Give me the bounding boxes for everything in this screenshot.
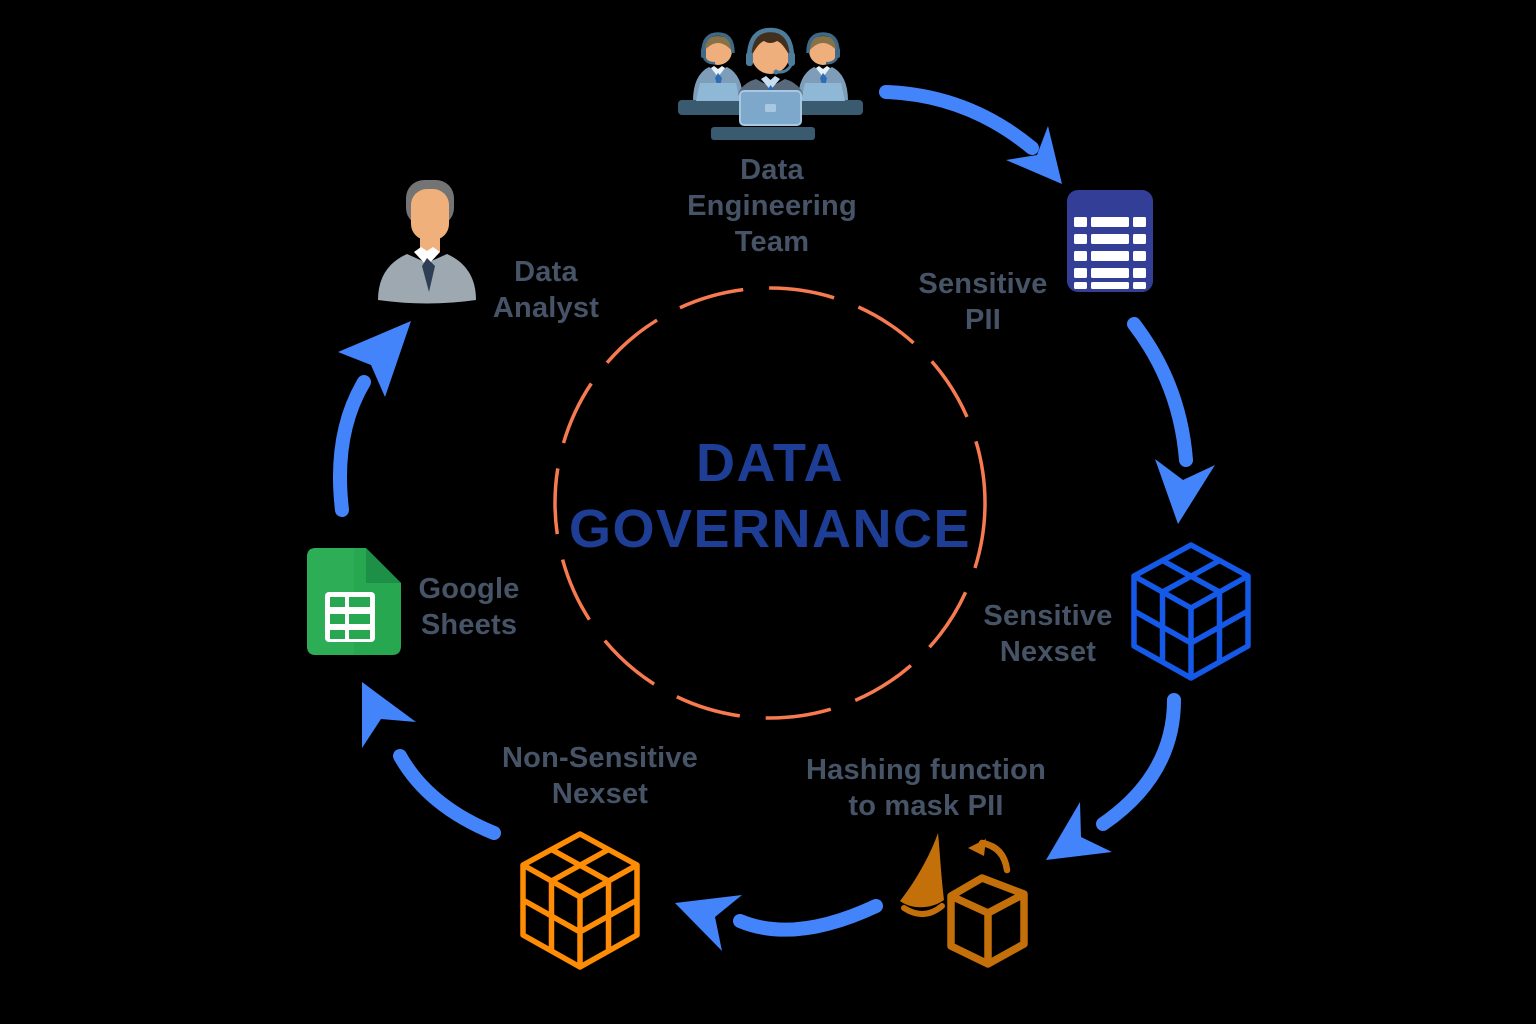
- arrow-sensitive-nexset-to-hashing-icon: [1046, 693, 1181, 860]
- cone-shape: [900, 833, 944, 908]
- cone-to-cube-transform-icon: [900, 833, 1028, 968]
- desk-shelf: [711, 127, 815, 140]
- sheet-cells: [330, 597, 370, 639]
- label-non-sensitive-nexset: Non-Sensitive Nexset: [502, 742, 698, 810]
- label-hashing-function: Hashing function to mask PII: [805, 754, 1047, 822]
- label-data-analyst: Data Analyst: [492, 256, 600, 324]
- arrow-hashing-to-non-sensitive-icon: [675, 895, 883, 951]
- data-table-icon: [1067, 190, 1153, 292]
- diagram-title: DATA GOVERNANCE: [568, 433, 972, 559]
- laptop-left: [696, 83, 740, 101]
- transform-arc: [978, 839, 1011, 874]
- cube-shape: [947, 874, 1028, 968]
- dashed-cycle-circle: [553, 286, 987, 720]
- data-engineering-team-icon: [678, 27, 863, 140]
- tie: [422, 258, 435, 292]
- shirt-collar: [414, 247, 440, 266]
- label-data-engineering-team: Data Engineering Team: [687, 154, 857, 258]
- cone-base-rim: [901, 903, 945, 917]
- arrow-team-to-pii-icon: [879, 85, 1062, 184]
- arrow-pii-to-sensitive-nexset-icon: [1127, 317, 1215, 524]
- label-sensitive-nexset: Sensitive Nexset: [983, 600, 1113, 668]
- orange-wireframe-cube-icon: [520, 831, 640, 970]
- cycle-arrows: [333, 85, 1215, 951]
- arrow-non-sensitive-to-sheets-icon: [362, 682, 501, 840]
- laptop-right: [801, 83, 845, 101]
- face: [411, 189, 449, 240]
- label-google-sheets: Google Sheets: [418, 573, 520, 641]
- arrow-sheets-to-analyst-icon: [333, 321, 411, 517]
- transform-arc-head: [968, 839, 986, 856]
- laptop-center: [739, 90, 802, 126]
- data-analyst-icon: [378, 180, 476, 304]
- folded-corner: [366, 548, 401, 583]
- label-sensitive-pii: Sensitive PII: [918, 268, 1048, 336]
- blue-wireframe-cube-icon: [1131, 542, 1251, 681]
- table-cells: [1074, 217, 1146, 289]
- google-sheets-icon: [307, 548, 401, 655]
